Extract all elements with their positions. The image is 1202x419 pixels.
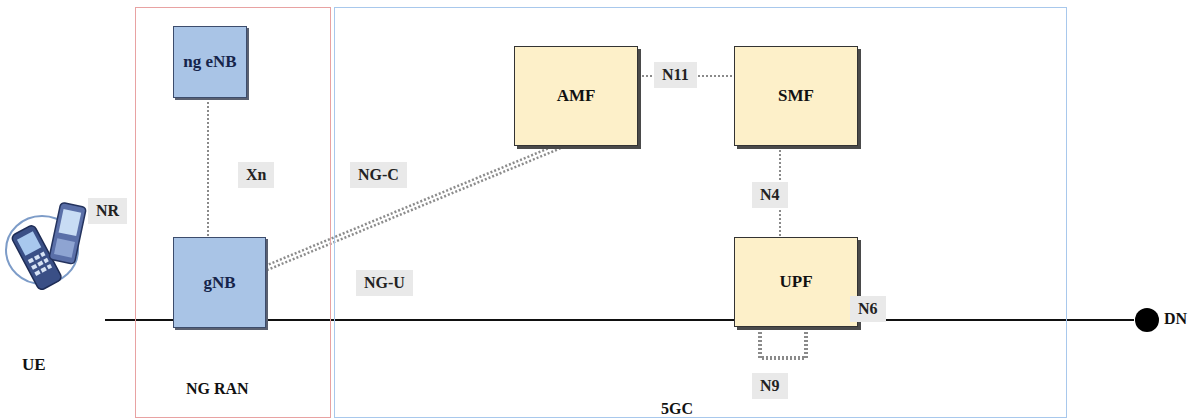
phone-screen: [17, 231, 41, 255]
region-box: 5GC AMF SMF UPF: [334, 7, 1067, 418]
device-label: UE: [22, 355, 46, 375]
interface-label: NR: [88, 198, 127, 224]
interface-link: [105, 320, 173, 321]
interface-line: [858, 319, 1134, 321]
n9-loop-line: [760, 328, 806, 358]
interface-label: Xn: [238, 162, 274, 188]
node-label: SMF: [778, 86, 814, 106]
interface-label: N6: [850, 296, 886, 322]
region-box: NG RAN ng eNB gNB: [135, 7, 331, 418]
interface-label: N9: [752, 373, 788, 399]
region-label: NG RAN: [186, 380, 249, 398]
interface-line: [266, 146, 560, 268]
interface-line: [105, 319, 173, 321]
function-box: UPF: [734, 237, 858, 327]
function-box: SMF: [734, 46, 858, 146]
function-box: gNB: [173, 237, 266, 328]
phone-icon: [6, 202, 86, 291]
interface-link: [858, 320, 1134, 321]
interface-line: [207, 98, 209, 237]
node-label: ng eNB: [183, 52, 236, 72]
interface-label: NG-U: [356, 270, 413, 296]
function-box: ng eNB: [173, 26, 247, 98]
network-node: DN: [1134, 306, 1200, 334]
function-box: AMF: [514, 46, 638, 146]
interface-line: [266, 319, 734, 321]
phone-screen: [59, 209, 82, 236]
region-label: 5GC: [661, 400, 693, 418]
phone-keys: [54, 238, 75, 257]
network-label: DN: [1164, 310, 1187, 328]
network-dot: [1134, 307, 1160, 333]
interface-label: NG-C: [350, 162, 407, 188]
interface-label: N11: [654, 62, 697, 88]
node-label: UPF: [779, 272, 812, 292]
node-label: AMF: [557, 86, 596, 106]
node-label: gNB: [203, 273, 235, 293]
phone-body: [49, 202, 86, 264]
interface-line: [266, 146, 560, 268]
interface-link: [208, 98, 209, 237]
interface-link: [266, 146, 560, 268]
network-dot: [1135, 308, 1159, 332]
interface-label: N4: [752, 182, 788, 208]
phone-keys: [28, 252, 52, 276]
n9-loop: [760, 328, 806, 358]
interface-link: [266, 320, 734, 321]
